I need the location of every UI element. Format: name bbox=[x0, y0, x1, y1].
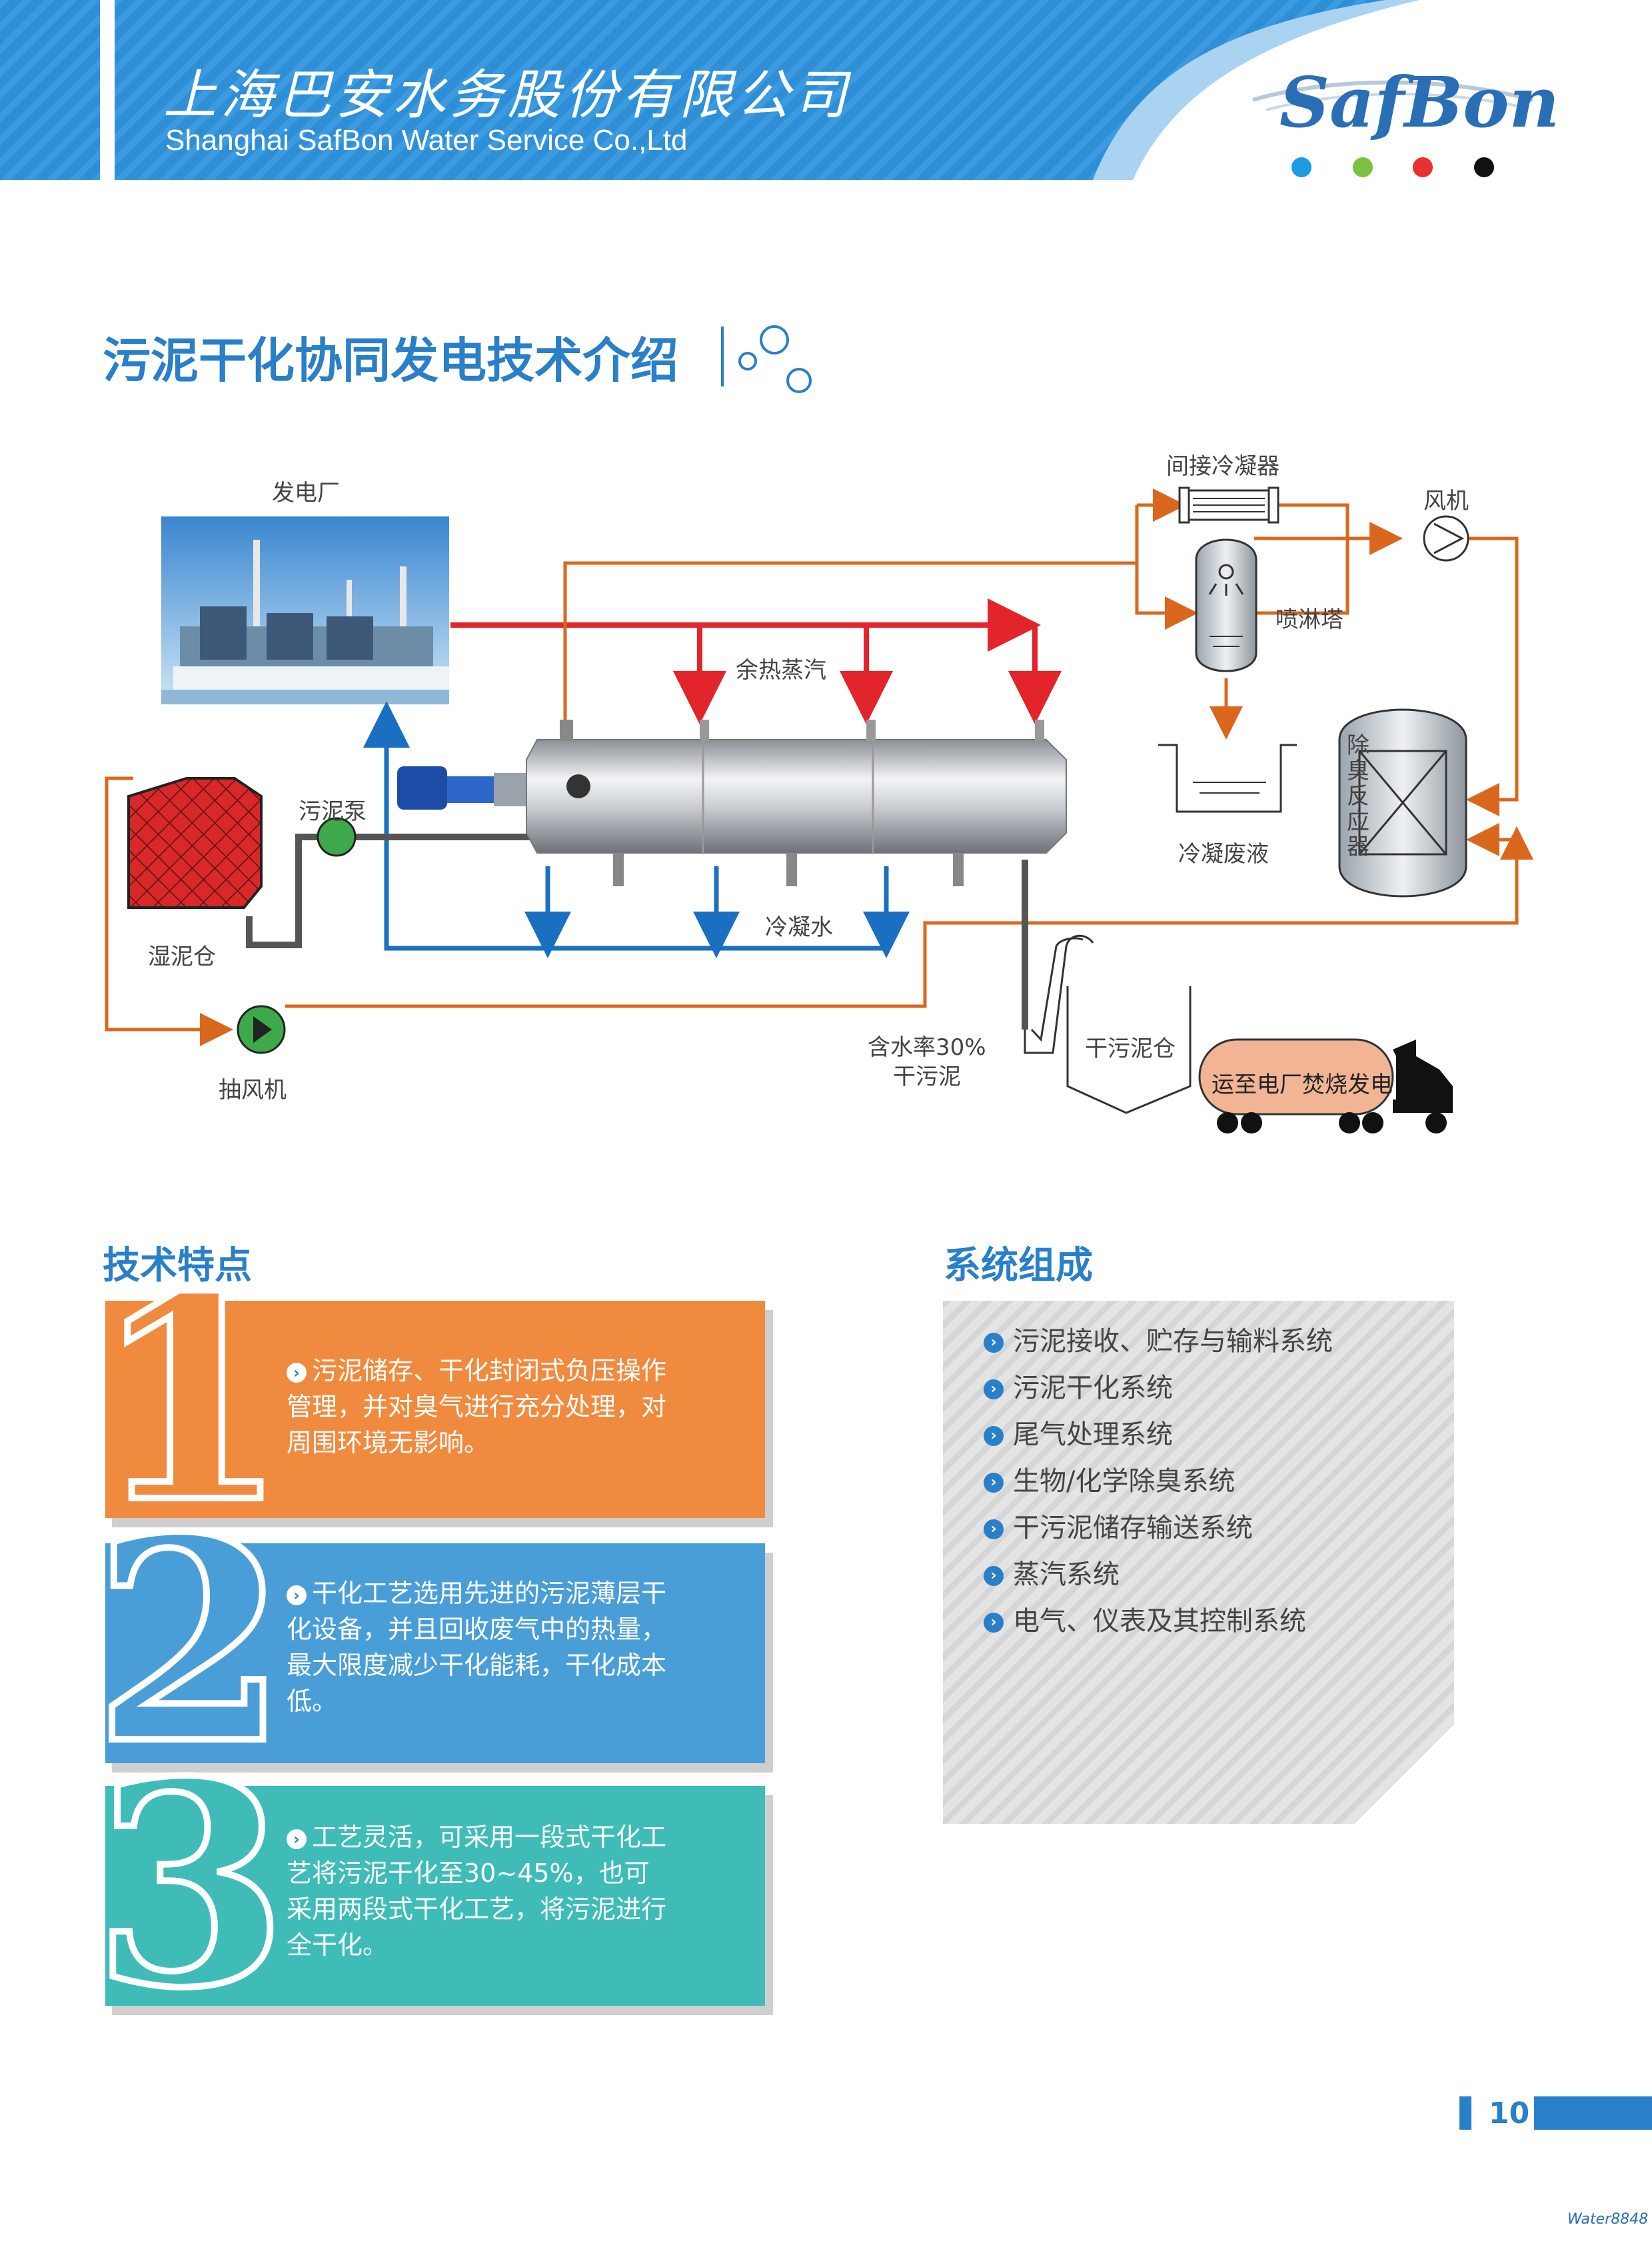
company-name-en: Shanghai SafBon Water Service Co.,Ltd bbox=[165, 124, 688, 157]
sludge-lines bbox=[246, 834, 1028, 1030]
power-plant-image bbox=[161, 516, 449, 704]
page-number-bar bbox=[1459, 2096, 1471, 2130]
process-diagram bbox=[105, 486, 1533, 1133]
label-condensed-wastewater: 冷凝废液 bbox=[1178, 841, 1269, 868]
system-list-item: ›污泥接收、贮存与输料系统 bbox=[984, 1318, 1333, 1365]
fan-icon bbox=[1423, 515, 1469, 562]
label-truck: 运至电厂焚烧发电 bbox=[1212, 1072, 1393, 1098]
label-power-plant: 发电厂 bbox=[272, 480, 340, 506]
label-dry-sludge-moisture: 含水率30% bbox=[868, 1034, 986, 1061]
bubble-medium bbox=[786, 368, 812, 393]
label-condensate: 冷凝水 bbox=[765, 914, 833, 941]
label-exhaust-fan: 抽风机 bbox=[219, 1077, 287, 1104]
logo-dot-green bbox=[1353, 157, 1373, 177]
feature-text-1-content: 污泥储存、干化封闭式负压操作管理，并对臭气进行充分处理，对周围环境无影响。 bbox=[287, 1356, 667, 1457]
bullet-icon: › bbox=[984, 1519, 1004, 1539]
dry-sludge-bin-shape bbox=[1066, 986, 1192, 1114]
feature-text-1: ›污泥储存、干化封闭式负压操作管理，并对臭气进行充分处理，对周围环境无影响。 bbox=[287, 1353, 673, 1461]
system-list-item: ›生物/化学除臭系统 bbox=[984, 1458, 1333, 1505]
system-title: 系统组成 bbox=[944, 1244, 1093, 1287]
bullet-icon: › bbox=[984, 1426, 1004, 1446]
label-waste-heat-steam: 余热蒸汽 bbox=[736, 657, 826, 684]
label-dry-sludge-bin: 干污泥仓 bbox=[1085, 1036, 1176, 1062]
brand-logo: SafBon bbox=[1279, 61, 1560, 143]
page-number: 10 bbox=[1489, 2096, 1530, 2130]
bullet-icon: › bbox=[287, 1362, 307, 1383]
footer-accent-bar bbox=[1534, 2096, 1652, 2130]
label-sludge-pump: 污泥泵 bbox=[299, 798, 367, 825]
indirect-condenser-icon bbox=[1178, 486, 1279, 524]
feature-text-2: ›干化工艺选用先进的污泥薄层干化设备，并且回收废气中的热量，最大限度减少干化能耗… bbox=[287, 1575, 673, 1719]
feature-card-3 bbox=[105, 1786, 765, 2006]
feature-number-2: 2 bbox=[90, 1477, 291, 1806]
bullet-icon: › bbox=[984, 1379, 1004, 1399]
gas-lines bbox=[105, 488, 1533, 1046]
system-list: ›污泥接收、贮存与输料系统 ›污泥干化系统 ›尾气处理系统 ›生物/化学除臭系统… bbox=[984, 1318, 1333, 1645]
bullet-icon: › bbox=[984, 1473, 1004, 1493]
feature-card-2 bbox=[105, 1543, 765, 1763]
label-indirect-condenser: 间接冷凝器 bbox=[1166, 453, 1279, 480]
label-dry-sludge: 干污泥 bbox=[893, 1064, 961, 1090]
bullet-icon: › bbox=[984, 1613, 1004, 1633]
header-banner bbox=[0, 0, 1652, 180]
condensate-lines bbox=[363, 701, 910, 958]
label-deodor-reactor: 除臭反应器 bbox=[1347, 732, 1369, 860]
feature-text-3-content: 工艺灵活，可采用一段式干化工艺将污泥干化至30~45%，也可采用两段式干化工艺，… bbox=[287, 1823, 667, 1960]
sludge-dryer-icon bbox=[397, 720, 1067, 886]
bullet-icon: › bbox=[984, 1333, 1004, 1353]
feature-number-1: 1 bbox=[90, 1236, 291, 1565]
bullet-icon: › bbox=[287, 1829, 307, 1849]
feature-text-2-content: 干化工艺选用先进的污泥薄层干化设备，并且回收废气中的热量，最大限度减少干化能耗，… bbox=[287, 1579, 667, 1716]
label-wet-sludge-bin: 湿泥仓 bbox=[148, 944, 216, 970]
system-box-background bbox=[943, 1301, 1454, 1824]
company-name-cn: 上海巴安水务股份有限公司 bbox=[163, 64, 851, 126]
system-list-item: ›尾气处理系统 bbox=[984, 1411, 1333, 1458]
features-title: 技术特点 bbox=[103, 1244, 252, 1287]
wet-sludge-bin-shape bbox=[127, 777, 263, 909]
feature-number-3: 3 bbox=[90, 1721, 291, 2050]
system-list-item: ›污泥干化系统 bbox=[984, 1365, 1333, 1411]
header-background bbox=[0, 0, 1652, 180]
exhaust-fan-icon bbox=[237, 1005, 286, 1054]
feature-text-3: ›工艺灵活，可采用一段式干化工艺将污泥干化至30~45%，也可采用两段式干化工艺… bbox=[287, 1819, 673, 1963]
condensed-wastewater-tank-icon bbox=[1158, 744, 1297, 813]
bubble-large bbox=[760, 325, 789, 355]
system-list-item: ›干污泥储存输送系统 bbox=[984, 1505, 1333, 1551]
logo-dot-blue bbox=[1291, 157, 1311, 177]
deodor-reactor-icon bbox=[1338, 708, 1467, 898]
sludge-pump-icon bbox=[317, 817, 357, 857]
bullet-icon: › bbox=[984, 1566, 1004, 1586]
bubble-small bbox=[738, 352, 757, 371]
spray-tower-icon bbox=[1195, 538, 1257, 740]
feature-card-1 bbox=[105, 1301, 765, 1518]
truck-icon bbox=[1198, 1038, 1453, 1133]
steam-lines bbox=[450, 598, 1062, 724]
logo-dot-black bbox=[1474, 157, 1494, 177]
label-spray-tower: 喷淋塔 bbox=[1275, 606, 1343, 633]
title-divider bbox=[721, 327, 724, 386]
system-list-item: ›电气、仪表及其控制系统 bbox=[984, 1598, 1333, 1645]
watermark: Water8848 bbox=[1567, 2211, 1649, 2228]
dry-sludge-conveyor-icon bbox=[1024, 934, 1094, 1054]
logo-dot-red bbox=[1413, 157, 1433, 177]
bullet-icon: › bbox=[287, 1585, 307, 1605]
system-list-item: ›蒸汽系统 bbox=[984, 1551, 1333, 1598]
label-fan: 风机 bbox=[1423, 488, 1469, 514]
page-title: 污泥干化协同发电技术介绍 bbox=[103, 333, 679, 388]
